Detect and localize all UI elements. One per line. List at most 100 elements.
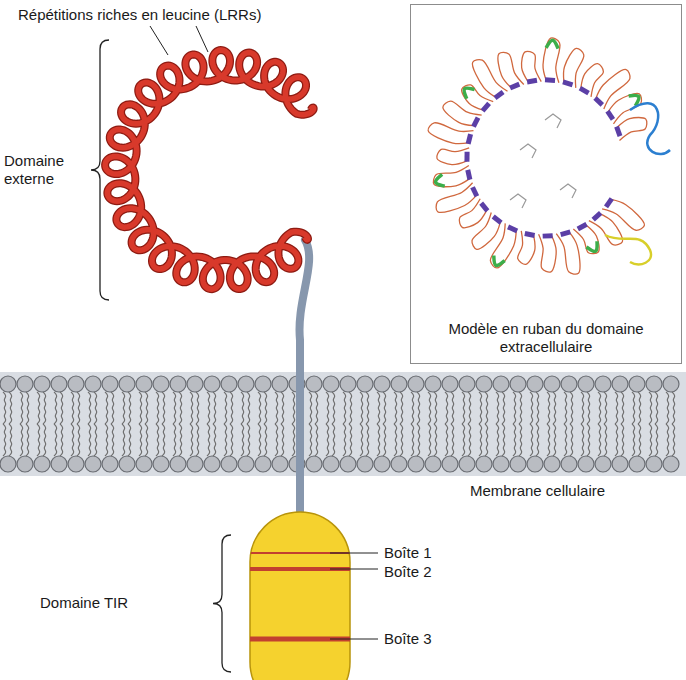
- ribbon-loop: [437, 148, 469, 165]
- lipid-tail: [632, 392, 635, 424]
- lipid-tail: [26, 424, 29, 456]
- lipid-tail: [173, 392, 176, 424]
- lipid-tail: [655, 424, 658, 456]
- lipid-tail: [60, 392, 63, 424]
- lipid-tail: [43, 424, 46, 456]
- lipid-head: [204, 456, 220, 472]
- lipid-head: [561, 376, 577, 392]
- lipid-tail: [258, 392, 261, 424]
- lipid-tail: [281, 392, 284, 424]
- beta-strand: [545, 77, 555, 83]
- cell-membrane: [0, 372, 686, 476]
- lipid-tail: [241, 424, 244, 456]
- lipid-tail: [230, 424, 233, 456]
- beta-strand: [468, 134, 470, 144]
- lipid-tail: [213, 424, 216, 456]
- lipid-tail: [258, 424, 261, 456]
- beta-strand: [595, 98, 602, 105]
- lipid-head: [17, 376, 33, 392]
- helix: [629, 95, 639, 106]
- part-label: Membrane cellulaire: [470, 482, 605, 500]
- lipid-head: [510, 376, 526, 392]
- lipid-head: [238, 456, 254, 472]
- lipid-tail: [156, 424, 159, 456]
- lipid-tail: [479, 392, 482, 424]
- ribbon-loop: [428, 123, 473, 144]
- lipid-tail: [672, 424, 675, 456]
- lipid-head: [102, 376, 118, 392]
- transmembrane-stalk: [300, 240, 310, 520]
- lipid-head: [527, 456, 543, 472]
- lipid-tail: [621, 424, 624, 456]
- lipid-tail: [292, 392, 295, 424]
- lipid-head: [221, 376, 237, 392]
- helix: [546, 40, 558, 48]
- ribbon-loop: [472, 213, 500, 250]
- lipid-head: [119, 376, 135, 392]
- lipid-tail: [400, 392, 403, 424]
- lipid-head: [646, 376, 662, 392]
- helix: [586, 241, 597, 251]
- lipid-tail: [547, 424, 550, 456]
- lipid-head: [68, 376, 84, 392]
- beta-strand: [464, 152, 469, 162]
- lipid-head: [238, 376, 254, 392]
- beta-strand: [508, 227, 517, 231]
- lipid-head: [578, 456, 594, 472]
- lipid-tail: [315, 424, 318, 456]
- lipid-head: [153, 376, 169, 392]
- lipid-head: [374, 456, 390, 472]
- lipid-head: [136, 376, 152, 392]
- lipid-tail: [207, 424, 210, 456]
- lipid-tail: [672, 392, 675, 424]
- ribbon-loop: [617, 117, 647, 140]
- lipid-tail: [54, 424, 57, 456]
- lipid-head: [170, 456, 186, 472]
- lipid-tail: [264, 424, 267, 456]
- lipid-tail: [360, 392, 363, 424]
- lipid-tail: [196, 392, 199, 424]
- lipid-tail: [468, 392, 471, 424]
- lrr-coil: [105, 50, 314, 289]
- ribbon-loop: [608, 93, 641, 123]
- lipid-tail: [462, 392, 465, 424]
- lipid-head: [85, 376, 101, 392]
- lipid-tail: [94, 424, 97, 456]
- lipid-head: [612, 376, 628, 392]
- ribbon-loop: [522, 51, 542, 81]
- lipid-tail: [207, 392, 210, 424]
- beta-strand: [510, 84, 519, 88]
- lipid-head: [170, 376, 186, 392]
- lipid-tail: [224, 424, 227, 456]
- lipid-tail: [502, 424, 505, 456]
- lipid-tail: [326, 424, 329, 456]
- lipid-tail: [394, 424, 397, 456]
- lipid-tail: [587, 424, 590, 456]
- ribbon-loop: [462, 85, 494, 110]
- lipid-tail: [326, 392, 329, 424]
- beta-strand: [606, 199, 612, 207]
- tir-domain: [250, 512, 350, 680]
- lipid-head: [459, 456, 475, 472]
- beta-strand: [473, 187, 477, 196]
- lipid-tail: [20, 424, 23, 456]
- part-label: Boîte 3: [384, 630, 432, 648]
- lipid-tail: [105, 392, 108, 424]
- caption-text: Modèle en ruban du domaine extracellulai…: [417, 320, 675, 358]
- lipid-head: [323, 456, 339, 472]
- lipid-tail: [383, 392, 386, 424]
- part-label: Domaine externe: [4, 152, 88, 188]
- lipid-tail: [60, 424, 63, 456]
- lipid-tail: [570, 392, 573, 424]
- lipid-tail: [485, 424, 488, 456]
- ribbon-loop: [543, 38, 560, 83]
- lipid-tail: [190, 392, 193, 424]
- lipid-head: [306, 376, 322, 392]
- lipid-tail: [655, 392, 658, 424]
- lipid-tail: [247, 392, 250, 424]
- lipid-head: [459, 376, 475, 392]
- lipid-tail: [332, 392, 335, 424]
- lipid-tail: [309, 392, 312, 424]
- helix: [464, 88, 474, 99]
